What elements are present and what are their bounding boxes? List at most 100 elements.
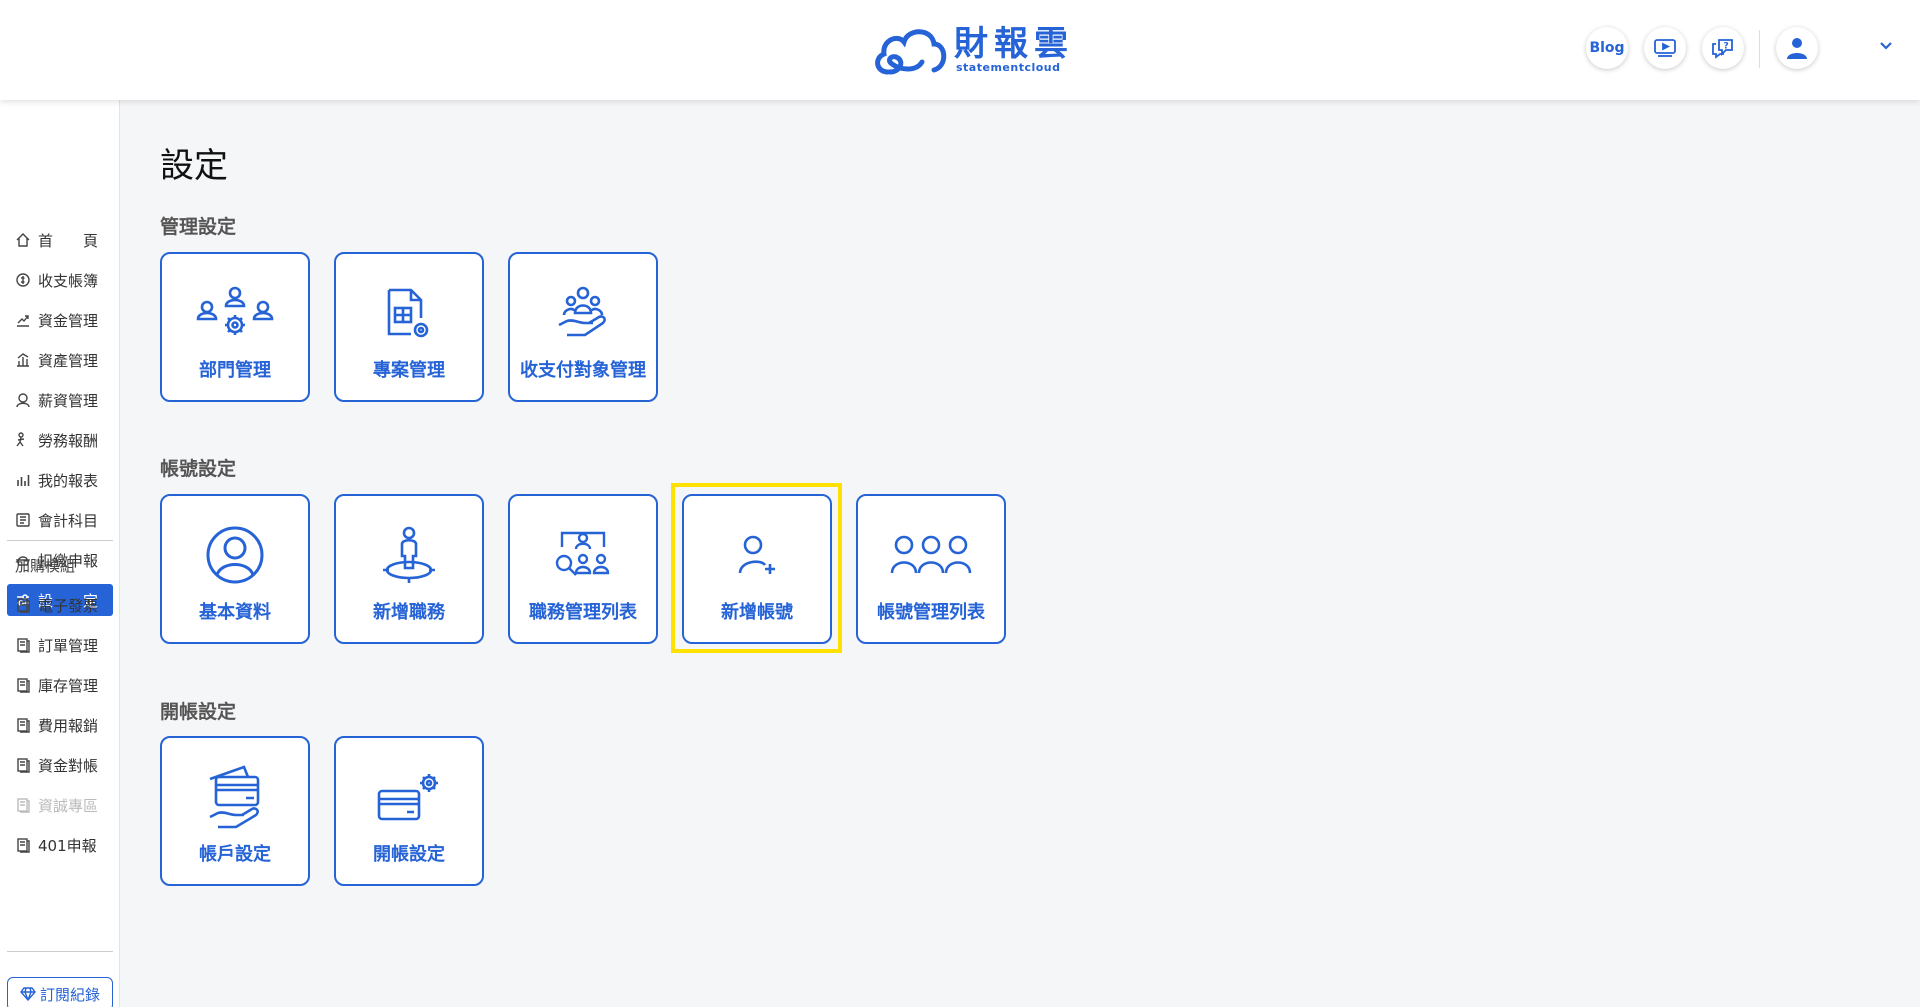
position-list-icon xyxy=(552,526,614,584)
sidebar-item-accounts[interactable]: 會計科目 xyxy=(7,504,113,536)
card-department[interactable]: 部門管理 xyxy=(160,252,310,402)
card-add-account[interactable]: 新增帳號 xyxy=(682,494,832,644)
sidebar-item-salary[interactable]: 薪資管理 xyxy=(7,384,113,416)
sidebar-item-label: 資產管理 xyxy=(38,351,99,370)
subscription-label: 訂閱紀錄 xyxy=(39,985,100,1004)
sidebar-item-expense[interactable]: 費用報銷 xyxy=(7,709,113,741)
sidebar-item-label: 訂單管理 xyxy=(38,636,99,655)
sidebar-item-asset[interactable]: 資產管理 xyxy=(7,344,113,376)
svg-text:?: ? xyxy=(1724,42,1729,52)
card-label: 專案管理 xyxy=(373,360,445,381)
sidebar-item-report[interactable]: 我的報表 xyxy=(7,464,113,496)
coin-icon xyxy=(14,271,32,289)
section-title-account: 帳號設定 xyxy=(160,458,237,480)
user-menu-button[interactable] xyxy=(1776,27,1818,69)
card-payee[interactable]: 收支付對象管理 xyxy=(508,252,658,402)
sidebar-item-reconciliation[interactable]: 資金對帳 xyxy=(7,749,113,781)
sidebar-divider xyxy=(7,540,113,541)
sidebar-item-label: 資金對帳 xyxy=(38,756,99,775)
card-account-list[interactable]: 帳號管理列表 xyxy=(856,494,1006,644)
module-icon xyxy=(14,676,32,694)
sidebar-item-home[interactable]: 首 頁 xyxy=(7,224,113,256)
help-chat-button[interactable]: ? xyxy=(1702,27,1744,69)
sidebar-item-label: 設 定 xyxy=(38,591,99,610)
module-icon xyxy=(14,716,32,734)
payee-icon xyxy=(555,284,611,342)
opening-balance-icon xyxy=(377,768,441,826)
card-add-position[interactable]: 新增職務 xyxy=(334,494,484,644)
report-icon xyxy=(14,471,32,489)
sidebar-item-label: 收支帳簿 xyxy=(38,271,99,290)
card-label: 開帳設定 xyxy=(373,844,445,865)
sidebar-item-label: 會計科目 xyxy=(38,511,99,530)
sidebar-item-einvoice[interactable]: 電子發票 xyxy=(7,589,113,621)
card-label: 帳戶設定 xyxy=(199,844,271,865)
labor-icon xyxy=(14,431,32,449)
blog-label: Blog xyxy=(1589,40,1625,56)
brand-logo[interactable]: 財報雲 statementcloud xyxy=(870,22,1074,78)
chevron-down-icon[interactable] xyxy=(1878,40,1894,52)
topbar-divider xyxy=(1759,30,1760,68)
add-position-icon xyxy=(381,526,437,584)
blog-button[interactable]: Blog xyxy=(1586,27,1628,69)
subscription-button[interactable]: 訂閱紀錄 xyxy=(7,977,113,1007)
card-label: 職務管理列表 xyxy=(529,602,637,623)
add-account-icon xyxy=(737,526,777,584)
account-list-icon xyxy=(890,526,972,584)
salary-icon xyxy=(14,391,32,409)
sidebar-item-label: 庫存管理 xyxy=(38,676,99,695)
sidebar: 首 頁 收支帳簿 資金管理 資產管理 薪資管理 勞務報酬 我的報表 會計科目 扣… xyxy=(0,100,120,1007)
diamond-icon xyxy=(20,987,36,1001)
sidebar-item-label: 薪資管理 xyxy=(38,391,99,410)
sidebar-item-labor[interactable]: 勞務報酬 xyxy=(7,424,113,456)
sidebar-item-label: 費用報銷 xyxy=(38,716,99,735)
sidebar-divider xyxy=(7,951,113,952)
card-label: 基本資料 xyxy=(199,602,271,623)
top-bar: 財報雲 statementcloud Blog ? xyxy=(0,0,1920,100)
sidebar-item-label: 資誠專區 xyxy=(38,796,99,815)
ledger-icon xyxy=(14,511,32,529)
sidebar-item-label: 首 頁 xyxy=(38,231,99,250)
video-guide-button[interactable] xyxy=(1644,27,1686,69)
cloud-logo-icon xyxy=(875,29,947,75)
account-card-icon xyxy=(206,765,264,829)
sidebar-item-label: 401申報 xyxy=(38,836,97,855)
card-label: 新增職務 xyxy=(373,602,445,623)
card-bank-account[interactable]: 帳戶設定 xyxy=(160,736,310,886)
profile-icon xyxy=(205,526,265,584)
highlight-frame xyxy=(671,483,842,653)
sidebar-item-withholding[interactable]: 扣繳申報 xyxy=(7,544,113,576)
module-icon xyxy=(14,596,32,614)
card-position-list[interactable]: 職務管理列表 xyxy=(508,494,658,644)
sidebar-item-fund[interactable]: 資金管理 xyxy=(7,304,113,336)
department-icon xyxy=(195,284,275,342)
sidebar-item-401-filing[interactable]: 401申報 xyxy=(7,829,113,861)
module-icon xyxy=(14,636,32,654)
sidebar-item-orders[interactable]: 訂單管理 xyxy=(7,629,113,661)
card-label: 帳號管理列表 xyxy=(877,602,985,623)
card-opening-balance[interactable]: 開帳設定 xyxy=(334,736,484,886)
sidebar-item-label: 電子發票 xyxy=(38,596,99,615)
fund-icon xyxy=(14,311,32,329)
module-icon xyxy=(14,756,32,774)
section-title-management: 管理設定 xyxy=(160,216,237,238)
sidebar-item-label: 資金管理 xyxy=(38,311,99,330)
card-project[interactable]: 專案管理 xyxy=(334,252,484,402)
sidebar-item-inventory[interactable]: 庫存管理 xyxy=(7,669,113,701)
section-title-opening: 開帳設定 xyxy=(160,701,237,723)
brand-name-en: statementcloud xyxy=(956,61,1061,74)
card-label: 收支付對象管理 xyxy=(520,360,646,381)
card-profile[interactable]: 基本資料 xyxy=(160,494,310,644)
card-label: 部門管理 xyxy=(199,360,271,381)
sidebar-item-label: 勞務報酬 xyxy=(38,431,99,450)
sidebar-item-ledger[interactable]: 收支帳簿 xyxy=(7,264,113,296)
asset-icon xyxy=(14,351,32,369)
home-icon xyxy=(14,231,32,249)
brand-name: 財報雲 xyxy=(954,24,1074,64)
help-chat-icon: ? xyxy=(1712,39,1733,59)
module-icon xyxy=(14,836,32,854)
video-guide-icon xyxy=(1654,39,1676,57)
project-icon xyxy=(385,284,433,342)
sidebar-item-pwc-zone: 資誠專區 xyxy=(7,789,113,821)
sidebar-item-label: 我的報表 xyxy=(38,471,99,490)
